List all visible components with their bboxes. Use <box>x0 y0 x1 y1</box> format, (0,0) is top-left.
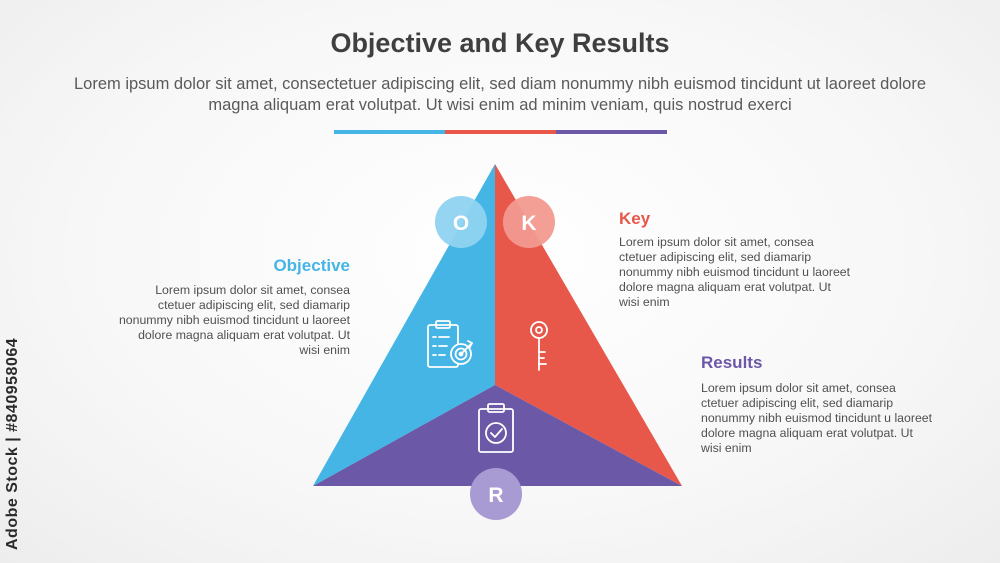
objective-letter-circle <box>435 196 487 248</box>
clipboard-check-icon <box>478 403 514 453</box>
key-text: Lorem ipsum dolor sit amet, consea ctetu… <box>619 235 851 309</box>
clipboard-target-icon <box>427 320 473 368</box>
stock-watermark: Adobe Stock | #840958064 <box>4 337 21 550</box>
key-title: Key <box>619 209 651 228</box>
page-subtitle: Lorem ipsum dolor sit amet, consectetuer… <box>73 75 927 114</box>
objective-title: Objective <box>273 256 350 275</box>
key-letter-circle <box>503 196 555 248</box>
key-icon <box>530 321 548 371</box>
page-title: Objective and Key Results <box>330 28 670 58</box>
results-title: Results <box>701 353 763 372</box>
objective-letter: O <box>453 212 469 235</box>
divider-key <box>445 130 556 134</box>
results-letter: R <box>488 484 503 507</box>
results-text: Lorem ipsum dolor sit amet, consea ctetu… <box>701 381 933 455</box>
results-letter-circle <box>470 468 522 520</box>
divider-objective <box>334 130 445 134</box>
objective-text: Lorem ipsum dolor sit amet, consea ctetu… <box>118 283 350 357</box>
divider-results <box>556 130 667 134</box>
key-letter: K <box>521 212 536 235</box>
